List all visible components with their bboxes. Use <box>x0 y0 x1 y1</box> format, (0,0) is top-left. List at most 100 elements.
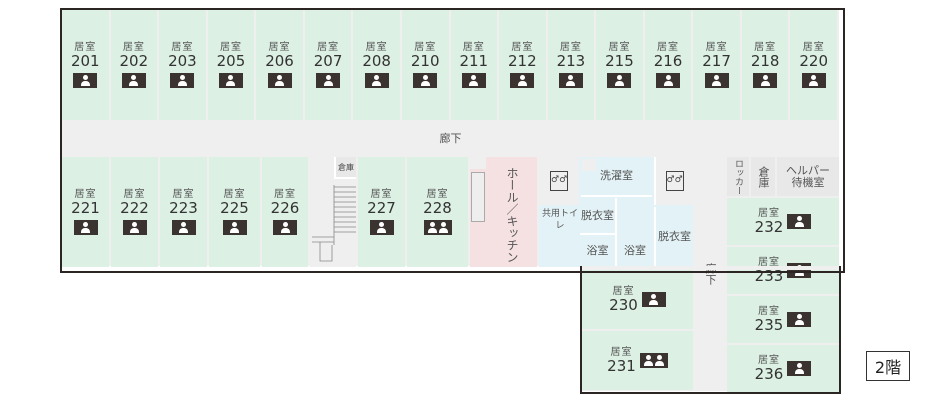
room-number: 202 <box>119 52 149 70</box>
room-number: 205 <box>216 52 246 70</box>
storage-room: 倉庫 <box>751 157 775 196</box>
room-label: 居室 <box>612 286 635 297</box>
outline-main <box>60 8 845 273</box>
elevator-icon: ♂♂ <box>550 171 568 191</box>
room-label: 居室 <box>268 42 291 53</box>
single-occupancy-icon <box>267 73 292 88</box>
room-label: 居室 <box>705 42 728 53</box>
single-occupancy-icon <box>641 292 666 307</box>
room-label: 居室 <box>74 42 97 53</box>
single-occupancy-icon <box>222 220 247 235</box>
sink-icon <box>470 157 486 169</box>
elevator-1: ♂♂ <box>539 157 579 205</box>
room-number: 220 <box>799 52 829 70</box>
hall-kitchen: ホール／キッチン <box>470 157 537 267</box>
room-label: 居室 <box>657 42 680 53</box>
elevator-icon: ♂♂ <box>665 171 684 191</box>
room-label: 居室 <box>757 208 780 219</box>
room-number: 235 <box>754 316 784 334</box>
single-occupancy-icon <box>316 73 341 88</box>
room-number: 211 <box>459 52 489 70</box>
room-label: 居室 <box>365 42 388 53</box>
room-number: 227 <box>367 199 396 217</box>
dressing-room-1: 脱衣室 <box>580 198 617 235</box>
storage-stairs: 倉庫 <box>334 157 356 179</box>
laundry-room: 洗濯室 <box>581 157 652 197</box>
room-number: 216 <box>653 52 683 70</box>
room-number: 210 <box>410 52 440 70</box>
room-number: 226 <box>270 199 300 217</box>
single-occupancy-icon <box>273 220 297 235</box>
single-occupancy-icon <box>787 214 812 229</box>
room-number: 203 <box>168 52 197 70</box>
outline-join <box>582 266 839 270</box>
room-number: 213 <box>556 52 586 70</box>
single-occupancy-icon <box>787 312 812 327</box>
room-number: 225 <box>220 199 249 217</box>
room-label: 居室 <box>426 189 449 200</box>
single-occupancy-icon <box>510 73 535 88</box>
single-occupancy-icon <box>369 220 394 235</box>
single-occupancy-icon <box>801 73 826 88</box>
dressing-room-2: 脱衣室 <box>654 207 693 267</box>
room-number: 231 <box>607 357 636 375</box>
kitchen-counter-icon <box>471 172 485 222</box>
single-occupancy-icon <box>787 361 812 376</box>
single-occupancy-icon <box>558 73 583 88</box>
single-occupancy-icon <box>607 73 632 88</box>
double-occupancy-icon <box>423 220 452 235</box>
room-label: 居室 <box>757 257 780 268</box>
single-occupancy-icon <box>73 73 98 88</box>
room-number: 208 <box>362 52 391 70</box>
room-label: 居室 <box>123 189 146 200</box>
single-occupancy-icon <box>171 220 196 235</box>
bath-2: 浴室 <box>624 244 646 257</box>
single-occupancy-icon <box>656 73 681 88</box>
room-label: 居室 <box>273 189 296 200</box>
single-occupancy-icon <box>364 73 389 88</box>
locker-room: ロッカー <box>727 157 749 196</box>
room-label: 居室 <box>462 42 485 53</box>
room-label: 居室 <box>802 42 825 53</box>
room-label: 居室 <box>757 306 780 317</box>
room-label: 居室 <box>608 42 631 53</box>
room-label: 居室 <box>414 42 437 53</box>
room-label: 居室 <box>74 189 97 200</box>
outlet-icon <box>582 159 596 171</box>
room-number: 236 <box>754 365 784 383</box>
single-occupancy-icon <box>170 73 195 88</box>
room-label: 居室 <box>317 42 340 53</box>
double-occupancy-icon <box>639 353 668 368</box>
room-label: 居室 <box>559 42 582 53</box>
stairs-icon <box>312 185 356 262</box>
room-number: 221 <box>71 199 100 217</box>
